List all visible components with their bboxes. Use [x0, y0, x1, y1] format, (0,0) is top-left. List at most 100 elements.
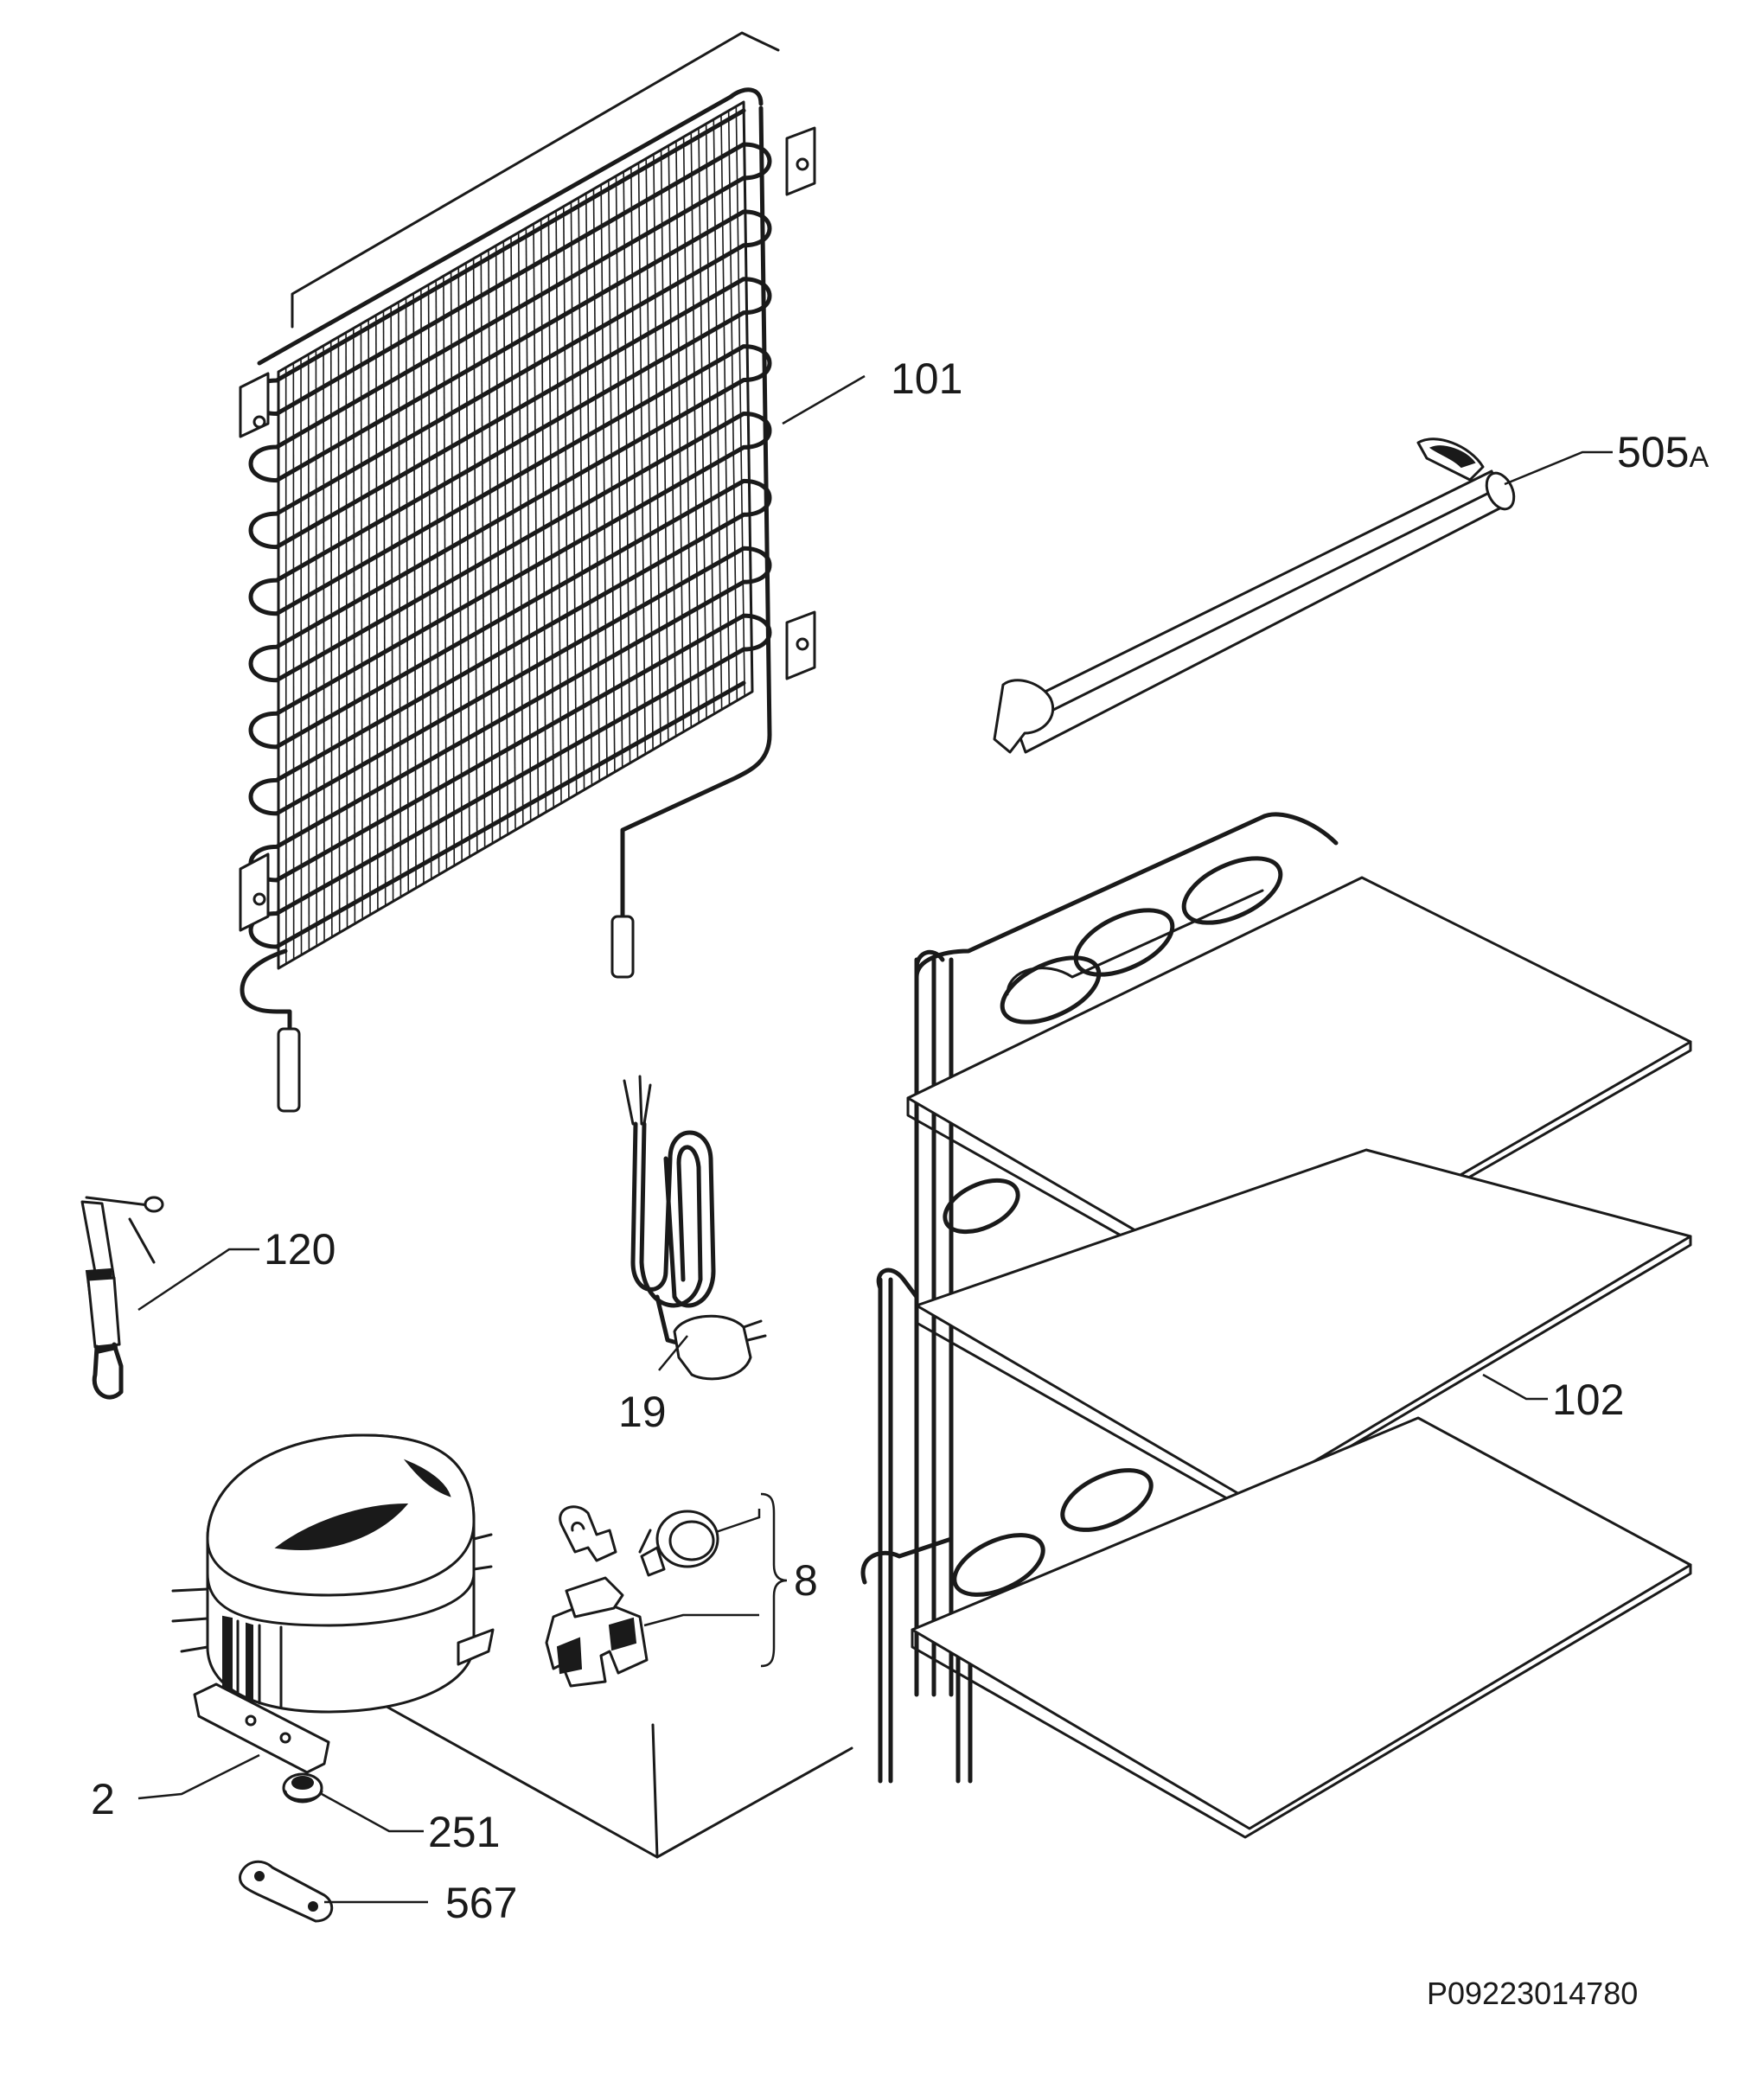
evaporator-loop-6 — [952, 1533, 1045, 1597]
clip-part-567[interactable] — [238, 1860, 428, 1923]
condenser-fin — [533, 223, 540, 817]
relay-top — [565, 1576, 624, 1618]
condenser-fin — [630, 167, 639, 759]
condenser-fin — [510, 236, 516, 831]
power-cord-part-19[interactable] — [623, 1075, 767, 1381]
condenser-fin — [345, 332, 348, 929]
compressor-foot-right — [457, 1628, 495, 1666]
condenser-fin — [682, 137, 693, 728]
compressor-seam — [206, 1572, 476, 1627]
condenser-fin — [555, 210, 562, 804]
condenser-fin — [525, 227, 532, 821]
condenser-fin — [375, 315, 379, 910]
drier-part-120[interactable] — [80, 1196, 259, 1400]
condenser-fin — [307, 354, 310, 951]
relay-clip — [559, 1505, 617, 1562]
condenser-fin — [660, 150, 669, 741]
condenser-fin — [645, 158, 654, 750]
condenser-fin — [540, 219, 547, 813]
compressor-part-2[interactable] — [137, 1433, 853, 1859]
callout-102: 102 — [1552, 1376, 1624, 1424]
leader-8-top — [715, 1509, 761, 1534]
condenser-fin — [562, 206, 570, 799]
relay-part-8[interactable] — [545, 1492, 788, 1688]
compressor-pipes-left — [171, 1587, 209, 1653]
callout-19: 19 — [618, 1388, 667, 1436]
condenser-fin — [675, 141, 685, 732]
condenser-fin — [398, 302, 402, 897]
compressor-dome-shade-2 — [403, 1459, 451, 1497]
condenser-fin — [668, 145, 677, 737]
leader-505a — [1504, 450, 1613, 486]
evaporator-side-loop — [860, 1536, 954, 1585]
condenser-fin — [517, 232, 524, 826]
condenser-fin — [457, 267, 463, 862]
shelf-plate-bottom — [911, 1416, 1692, 1830]
condenser-fin — [368, 319, 371, 916]
condenser-fin — [443, 276, 448, 871]
condenser-fin — [360, 323, 364, 920]
condenser-fin — [547, 214, 554, 808]
leader-102 — [1482, 1373, 1548, 1401]
condenser-fin — [412, 293, 417, 889]
callout-251: 251 — [428, 1808, 500, 1856]
condenser-fin — [600, 184, 608, 777]
condenser-fin — [435, 280, 440, 875]
cord-plug-pins — [742, 1319, 767, 1342]
leader-101 — [782, 374, 866, 425]
bar-bracket-left — [993, 679, 1055, 754]
bar-part-505a[interactable] — [993, 437, 1613, 754]
callout-505a-number: 505 — [1617, 428, 1689, 476]
condenser-fin — [480, 254, 486, 848]
condenser-fin — [465, 263, 470, 857]
evaporator-hook — [876, 1267, 919, 1299]
condenser-fin — [615, 176, 623, 768]
condenser-fin — [585, 193, 593, 786]
shelf-plate-bottom-edge — [911, 1563, 1692, 1839]
condenser-fin — [727, 111, 738, 701]
condenser-fin — [608, 180, 616, 772]
compressor-base-hole-2 — [279, 1732, 291, 1744]
callout-8: 8 — [794, 1556, 818, 1605]
condenser-outlet-end — [610, 915, 635, 979]
relay-shade-2 — [608, 1617, 637, 1651]
condenser-inlet-end — [277, 1027, 301, 1113]
callout-120: 120 — [264, 1225, 336, 1274]
condenser-tube — [257, 87, 764, 366]
grommet-center — [291, 1776, 314, 1790]
condenser-fin — [578, 197, 585, 790]
drier-wire-end — [144, 1196, 164, 1213]
condenser-part-101[interactable] — [239, 31, 866, 1113]
condenser-fin — [382, 310, 387, 906]
callout-505a: 505A — [1617, 428, 1709, 476]
condenser-fin — [570, 201, 578, 795]
drier-canister — [86, 1276, 121, 1349]
clip-hole-2 — [308, 1901, 318, 1912]
evaporator-loop-3 — [1181, 856, 1283, 925]
compressor-base-hole-1 — [245, 1714, 257, 1727]
condenser-outlet-tube — [620, 105, 772, 971]
callout-505a-suffix: A — [1689, 441, 1709, 474]
brace-8 — [760, 1492, 788, 1668]
condenser-fin — [705, 124, 715, 714]
drier-loop — [92, 1342, 124, 1400]
clip-hole-1 — [254, 1871, 265, 1881]
leader-8-bottom — [643, 1613, 759, 1627]
leader-2 — [137, 1753, 260, 1800]
evaporator-part-102[interactable] — [860, 812, 1692, 1839]
grommet-part-251[interactable] — [282, 1772, 424, 1833]
condenser-fin — [698, 128, 707, 718]
leader-120 — [137, 1248, 259, 1312]
condenser-fin — [713, 119, 723, 710]
condenser-brackets — [239, 126, 816, 932]
drawing-code: P09223014780 — [1427, 1976, 1638, 2011]
condenser-fin — [323, 345, 325, 942]
condenser-fin — [450, 271, 456, 866]
cord-plug — [673, 1314, 752, 1381]
condenser-fins — [278, 101, 753, 968]
clip-body — [238, 1860, 334, 1923]
callout-101: 101 — [891, 354, 962, 403]
condenser-fin — [427, 284, 432, 879]
evaporator-top-tube — [914, 812, 1339, 980]
condenser-fin — [623, 171, 631, 763]
